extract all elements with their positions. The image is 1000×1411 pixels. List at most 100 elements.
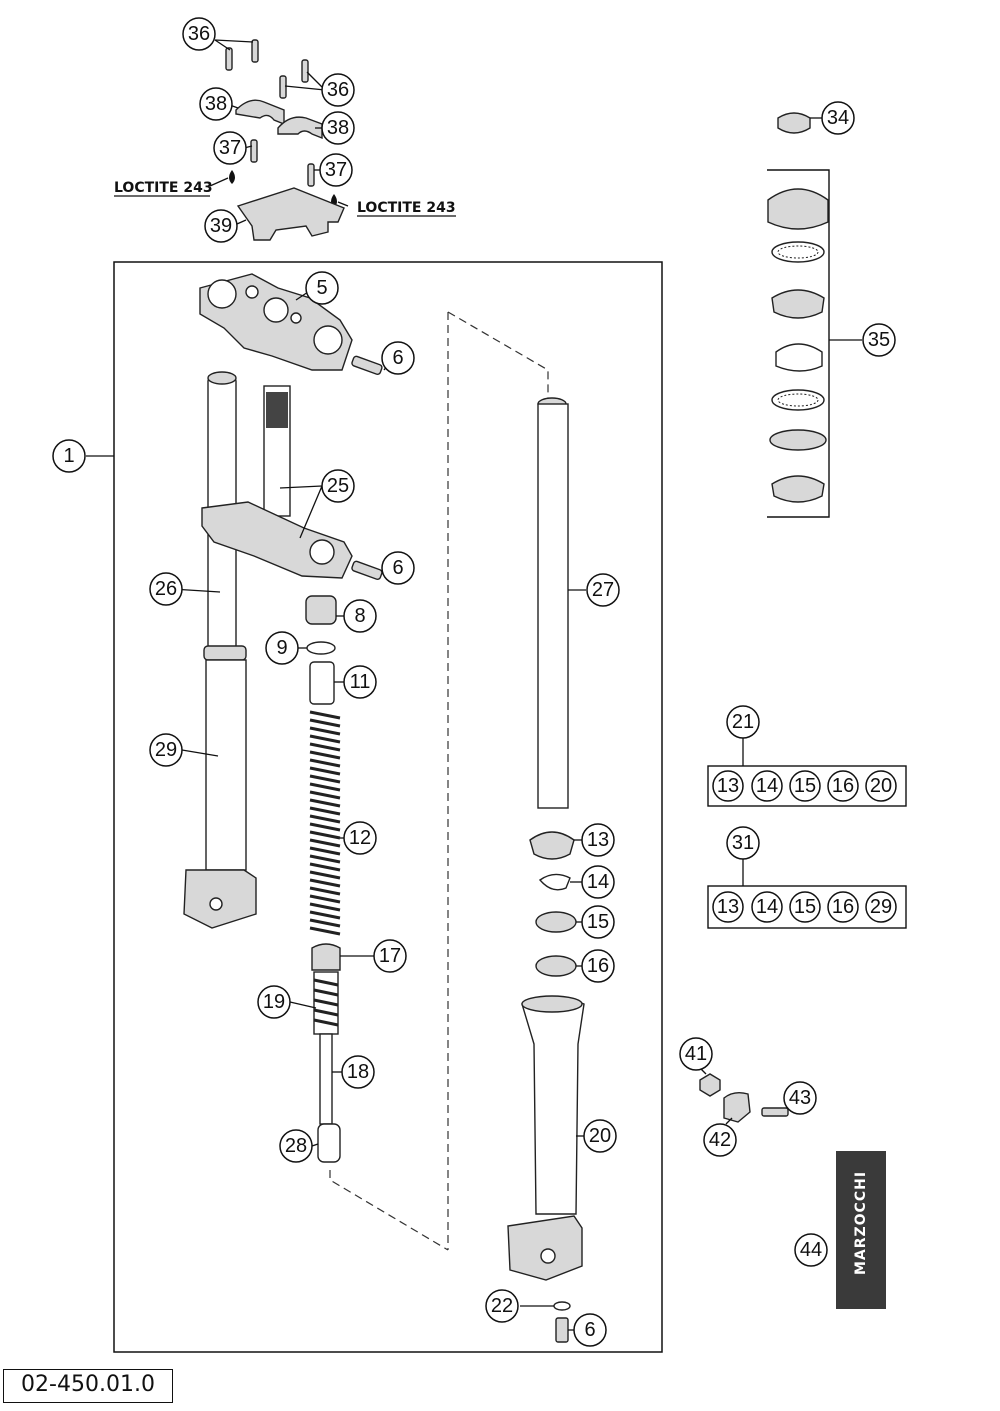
- svg-text:15: 15: [587, 911, 609, 933]
- callout-27: 27: [586, 573, 620, 607]
- svg-text:28: 28: [285, 1135, 307, 1157]
- marzocchi-logo-text: MARZOCCHI: [853, 1170, 869, 1276]
- svg-text:38: 38: [205, 93, 227, 115]
- steering-stem-thread: [266, 392, 288, 428]
- svg-text:31: 31: [732, 832, 754, 854]
- callout-29: 29: [149, 733, 183, 767]
- callout-25: 25: [321, 469, 355, 503]
- callout-19: 19: [257, 985, 291, 1019]
- svg-text:9: 9: [276, 637, 287, 659]
- clamp-38-b: [277, 116, 323, 140]
- svg-text:42: 42: [709, 1129, 731, 1151]
- callout-17: 17: [373, 939, 407, 973]
- callout-39: 39: [204, 209, 238, 243]
- svg-text:11: 11: [350, 671, 371, 693]
- callout-6-bottom: 6: [573, 1313, 607, 1347]
- svg-text:1: 1: [63, 445, 74, 467]
- svg-text:16: 16: [832, 775, 854, 797]
- svg-text:13: 13: [717, 896, 739, 918]
- svg-text:34: 34: [827, 107, 849, 129]
- svg-text:41: 41: [685, 1043, 707, 1065]
- damper-rod-18: [319, 1033, 333, 1125]
- svg-text:35: 35: [868, 329, 890, 351]
- svg-text:13: 13: [717, 775, 739, 797]
- clamp-base-39: [236, 187, 345, 241]
- screw-37-b: [307, 163, 315, 187]
- bottom-fasteners: [520, 1301, 574, 1343]
- callout-8: 8: [343, 599, 377, 633]
- marzocchi-logo: MARZOCCHI: [836, 1151, 886, 1309]
- callout-16: 16: [581, 949, 615, 983]
- callout-36-left: 36: [182, 17, 216, 51]
- spacer-11: [309, 661, 335, 705]
- callout-36-right: 36: [321, 73, 355, 107]
- svg-text:22: 22: [491, 1295, 513, 1317]
- svg-text:13: 13: [587, 829, 609, 851]
- kit-31-item-2: 15: [789, 891, 821, 923]
- callout-37-right: 37: [319, 153, 353, 187]
- assembly-dash-line: [447, 311, 549, 400]
- seal-13: [529, 831, 575, 860]
- callout-21: 21: [726, 705, 760, 739]
- screw-36-c: [279, 75, 287, 99]
- svg-text:14: 14: [587, 871, 609, 893]
- callout-37-left: 37: [213, 131, 247, 165]
- callout-1: 1: [52, 439, 86, 473]
- svg-text:36: 36: [327, 79, 349, 101]
- callout-18: 18: [341, 1055, 375, 1089]
- svg-text:37: 37: [219, 137, 241, 159]
- svg-text:20: 20: [870, 775, 892, 797]
- bump-stop-28: [317, 1123, 341, 1163]
- o-ring-9: [306, 641, 336, 655]
- callout-9: 9: [265, 631, 299, 665]
- cap-8: [305, 595, 337, 625]
- screw-36-b: [251, 39, 259, 63]
- axle-clamp-parts: [697, 1065, 789, 1125]
- svg-text:6: 6: [392, 557, 403, 579]
- kit-21-item-1: 14: [751, 770, 783, 802]
- svg-text:12: 12: [349, 827, 371, 849]
- svg-text:14: 14: [756, 896, 778, 918]
- svg-text:8: 8: [354, 605, 365, 627]
- bearing-parts-35: [767, 188, 829, 503]
- callout-6-middle: 6: [381, 551, 415, 585]
- bearing-kit-bracket: [767, 169, 830, 518]
- handlebar-clamp-parts: [209, 39, 349, 241]
- svg-text:15: 15: [794, 775, 816, 797]
- diagram-code: 02-450.01.0: [3, 1369, 173, 1403]
- outer-tube-20: [507, 995, 585, 1281]
- rod-spring-19: [289, 971, 339, 1035]
- screw-37-a: [250, 139, 258, 163]
- loctite-note-left: LOCTITE 243: [114, 180, 213, 196]
- kit-21-item-2: 15: [789, 770, 821, 802]
- clamp-38-a: [235, 99, 285, 126]
- callout-31: 31: [726, 826, 760, 860]
- screw-36-d: [301, 59, 309, 83]
- callout-6-upper: 6: [381, 341, 415, 375]
- bolt-43: [761, 1107, 789, 1117]
- callout-35: 35: [862, 323, 896, 357]
- kit-21-item-4: 20: [865, 770, 897, 802]
- dust-seal-16: [535, 955, 577, 977]
- kit-31-item-3: 16: [827, 891, 859, 923]
- callout-42: 42: [703, 1123, 737, 1157]
- loctite-note-right: LOCTITE 243: [357, 200, 456, 216]
- piston-17: [311, 943, 341, 971]
- svg-text:25: 25: [327, 475, 349, 497]
- washer-22: [553, 1301, 571, 1311]
- kit-21-item-0: 13: [712, 770, 744, 802]
- svg-text:6: 6: [584, 1319, 595, 1341]
- svg-text:39: 39: [210, 215, 232, 237]
- svg-text:44: 44: [800, 1239, 822, 1261]
- svg-text:43: 43: [789, 1087, 811, 1109]
- screw-36-a: [225, 47, 233, 71]
- callout-28: 28: [279, 1129, 313, 1163]
- clamp-42: [723, 1091, 751, 1123]
- svg-text:19: 19: [263, 991, 285, 1013]
- callout-20: 20: [583, 1119, 617, 1153]
- washer-15: [535, 911, 577, 933]
- seal-parts: [529, 831, 582, 977]
- callout-41: 41: [679, 1037, 713, 1071]
- spring-12: [309, 708, 344, 938]
